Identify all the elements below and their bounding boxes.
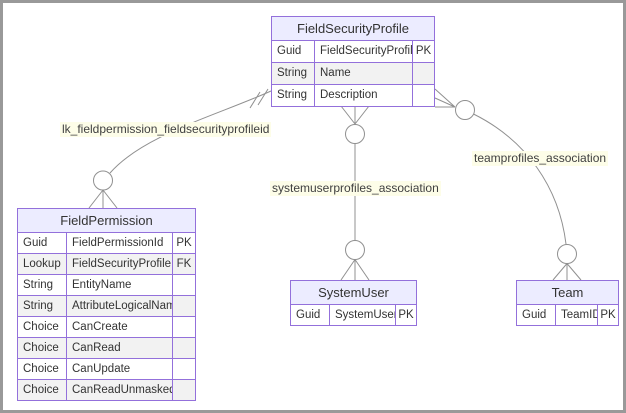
entity-title: SystemUser: [291, 281, 416, 304]
attr-key: [172, 317, 195, 337]
attr-key: [412, 85, 434, 106]
relationship-label-teamprofiles: teamprofiles_association: [472, 151, 609, 166]
attr-type: Guid: [522, 309, 547, 321]
attr-type: String: [23, 279, 54, 291]
crow-foot-many: [340, 105, 370, 125]
attr-name: FieldPermissionId: [66, 233, 172, 253]
attr-name: TeamID: [555, 305, 597, 325]
attr-name: CanUpdate: [66, 359, 172, 379]
relationship-curve: [473, 113, 567, 245]
attr-type: Lookup: [23, 258, 61, 270]
cardinality-zero-circle: [455, 100, 475, 120]
attr-name: CanCreate: [66, 317, 172, 337]
attr-type: String: [277, 67, 308, 79]
attribute-row: Choice CanRead: [18, 337, 195, 358]
attr-key: [172, 296, 195, 316]
attr-key: [172, 338, 195, 358]
crow-foot-many: [88, 189, 118, 209]
crow-foot-many: [340, 259, 370, 281]
attribute-row: Guid TeamID PK: [517, 304, 618, 325]
attr-name: Description: [314, 85, 412, 106]
attr-type: Choice: [23, 321, 59, 333]
attr-name: FieldSecurityProfileId: [314, 41, 412, 62]
entity-table-fieldpermission[interactable]: FieldPermission Guid FieldPermissionId P…: [17, 208, 196, 401]
cardinality-zero-circle: [557, 244, 577, 264]
cardinality-one-ticks: [249, 88, 269, 109]
attr-type: String: [277, 89, 308, 101]
attr-key: [412, 63, 434, 84]
attr-name: CanRead: [66, 338, 172, 358]
crow-foot-many: [552, 263, 582, 281]
entity-title: FieldPermission: [18, 209, 195, 232]
attribute-row: Guid FieldSecurityProfileId PK: [272, 40, 434, 62]
cardinality-zero-circle: [345, 240, 365, 260]
attr-name: EntityName: [66, 275, 172, 295]
attribute-row: Choice CanReadUnmasked: [18, 379, 195, 400]
entity-table-fieldsecurityprofile[interactable]: FieldSecurityProfile Guid FieldSecurityP…: [271, 16, 435, 107]
attr-key: [172, 275, 195, 295]
attr-key: PK: [597, 305, 618, 325]
attribute-row: String Name: [272, 62, 434, 84]
attr-key: [172, 380, 195, 400]
attribute-row: Lookup FieldSecurityProfileId FK: [18, 253, 195, 274]
attr-name: Name: [314, 63, 412, 84]
attr-key: PK: [412, 41, 434, 62]
attr-name: AttributeLogicalName: [66, 296, 172, 316]
attr-type: Guid: [23, 237, 48, 249]
attr-name: FieldSecurityProfileId: [66, 254, 172, 274]
attr-name: CanReadUnmasked: [66, 380, 172, 400]
entity-title: FieldSecurityProfile: [272, 17, 434, 40]
attr-type: String: [23, 300, 54, 312]
attr-key: PK: [172, 233, 195, 253]
attribute-row: Guid FieldPermissionId PK: [18, 232, 195, 253]
attr-type: Guid: [296, 309, 321, 321]
attribute-row: Choice CanCreate: [18, 316, 195, 337]
relationship-lines: [88, 88, 582, 281]
attr-key: [172, 359, 195, 379]
entity-table-systemuser[interactable]: SystemUser Guid SystemUserId PK: [290, 280, 417, 326]
attribute-row: String EntityName: [18, 274, 195, 295]
relationship-line-fieldpermission: [88, 88, 272, 209]
attr-type: Guid: [277, 45, 302, 57]
relationship-label-systemuserprofiles: systemuserprofiles_association: [270, 181, 441, 196]
relationship-label-lk-fieldpermission: lk_fieldpermission_fieldsecurityprofilei…: [60, 122, 272, 137]
attribute-row: String Description: [272, 84, 434, 106]
attribute-row: String AttributeLogicalName: [18, 295, 195, 316]
crow-foot-many: [434, 88, 456, 108]
attr-key: FK: [172, 254, 195, 274]
attr-key: PK: [395, 305, 416, 325]
attr-type: Choice: [23, 384, 59, 396]
entity-title: Team: [517, 281, 618, 304]
cardinality-zero-circle: [93, 170, 113, 191]
relationship-line-systemuser: [340, 105, 370, 281]
entity-table-team[interactable]: Team Guid TeamID PK: [516, 280, 619, 326]
cardinality-zero-circle: [345, 124, 365, 144]
attr-type: Choice: [23, 342, 59, 354]
attribute-row: Guid SystemUserId PK: [291, 304, 416, 325]
attribute-row: Choice CanUpdate: [18, 358, 195, 379]
relationship-line-team: [434, 88, 582, 281]
attr-type: Choice: [23, 363, 59, 375]
attr-name: SystemUserId: [329, 305, 395, 325]
